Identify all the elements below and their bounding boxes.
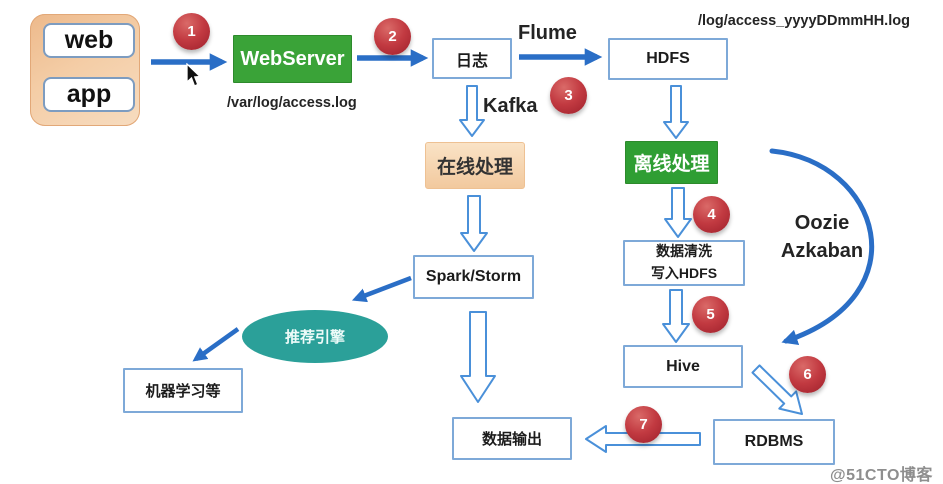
log-node-label: 日志 (455, 52, 488, 70)
recommend-engine-label: 推荐引擎 (284, 329, 345, 346)
kafka-label: Kafka (483, 95, 538, 117)
arrow-clean-to-hive (662, 289, 690, 343)
app-node-label: app (66, 80, 112, 108)
spark-storm-label: Spark/Storm (425, 268, 522, 285)
hive-node-label: Hive (666, 357, 700, 375)
machine-learning-node: 机器学习等 (123, 368, 243, 413)
app-node: app (43, 77, 135, 112)
spark-storm-node: Spark/Storm (413, 255, 534, 299)
web-node-label: web (64, 26, 114, 54)
arrow-spark-to-output (460, 311, 496, 403)
arrow-offline-to-clean (664, 187, 692, 238)
step-badge-5: 5 (692, 296, 729, 333)
azkaban-label: Azkaban (780, 240, 864, 262)
step-badge-7: 7 (625, 406, 662, 443)
hive-node: Hive (623, 345, 743, 388)
webserver-node: WebServer (233, 35, 352, 83)
watermark: @51CTO博客 (830, 467, 933, 484)
arrow-spark-to-engine (351, 275, 412, 303)
machine-learning-label: 机器学习等 (145, 383, 221, 400)
data-clean-node: 数据清洗 写入HDFS (623, 240, 745, 286)
mouse-cursor-icon (186, 63, 202, 87)
log-node: 日志 (432, 38, 512, 79)
data-output-node: 数据输出 (452, 417, 572, 460)
step-badge-1: 1 (173, 13, 210, 50)
webserver-node-label: WebServer (240, 47, 345, 70)
data-clean-line1: 数据清洗 (656, 243, 712, 260)
offline-processing-node: 离线处理 (625, 141, 718, 184)
oozie-label: Oozie (794, 212, 850, 234)
online-processing-node: 在线处理 (425, 142, 525, 189)
arrow-hdfs-to-offline (663, 85, 689, 139)
arrow-log-to-online (459, 85, 485, 137)
offline-processing-label: 离线处理 (633, 154, 710, 175)
webserver-path-caption: /var/log/access.log (227, 95, 357, 111)
data-output-label: 数据输出 (481, 431, 542, 448)
step-badge-2: 2 (374, 18, 411, 55)
data-clean-line2: 写入HDFS (650, 265, 718, 281)
rdbms-node-label: RDBMS (744, 433, 804, 450)
rdbms-node: RDBMS (713, 419, 835, 465)
step-badge-4: 4 (693, 196, 730, 233)
hdfs-node: HDFS (608, 38, 728, 80)
hdfs-path-caption: /log/access_yyyyDDmmHH.log (698, 13, 910, 29)
arrow-engine-to-ml (192, 327, 240, 362)
step-badge-3: 3 (550, 77, 587, 114)
flume-label: Flume (518, 22, 577, 44)
source-group: web app (30, 14, 140, 126)
recommend-engine-node: 推荐引擎 (242, 310, 388, 363)
arrow-online-to-spark (460, 195, 488, 252)
web-node: web (43, 23, 135, 58)
hdfs-node-label: HDFS (646, 50, 690, 67)
step-badge-6: 6 (789, 356, 826, 393)
online-processing-label: 在线处理 (436, 157, 513, 178)
